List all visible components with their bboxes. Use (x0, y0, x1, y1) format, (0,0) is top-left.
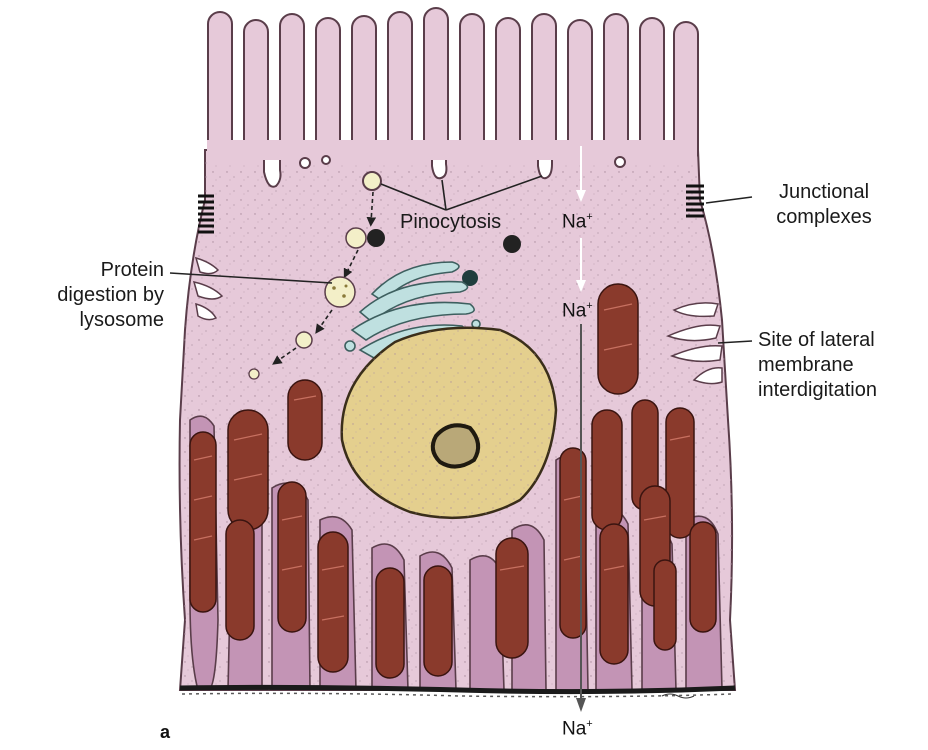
label-protein-digestion: Protein digestion by lysosome (6, 258, 164, 333)
na-charge-1: + (586, 211, 592, 223)
label-lateral-line1: Site of lateral (758, 328, 877, 353)
label-lateral-interdigitation: Site of lateral membrane interdigitation (758, 328, 877, 403)
basement-membrane (180, 687, 735, 696)
label-lateral-line3: interdigitation (758, 378, 877, 403)
label-junctional-line1: Junctional (754, 180, 894, 205)
label-pinocytosis: Pinocytosis (400, 210, 501, 235)
panel-letter: a (160, 722, 170, 743)
label-na-2: Na+ (562, 300, 593, 322)
na-charge-3: + (586, 718, 592, 730)
label-junctional-complexes: Junctional complexes (754, 180, 894, 230)
label-protein-line1: Protein (6, 258, 164, 283)
na-symbol-1: Na (562, 211, 586, 232)
label-junctional-line2: complexes (754, 205, 894, 230)
label-protein-line3: lysosome (6, 308, 164, 333)
na-charge-2: + (586, 300, 592, 312)
na-symbol-2: Na (562, 300, 586, 321)
label-protein-line2: digestion by (6, 283, 164, 308)
junctional-complex-left (198, 196, 214, 232)
label-lateral-line2: membrane (758, 353, 877, 378)
microvilli (208, 8, 698, 162)
label-na-1: Na+ (562, 211, 593, 233)
label-na-3: Na+ (562, 718, 593, 740)
na-symbol-3: Na (562, 718, 586, 739)
